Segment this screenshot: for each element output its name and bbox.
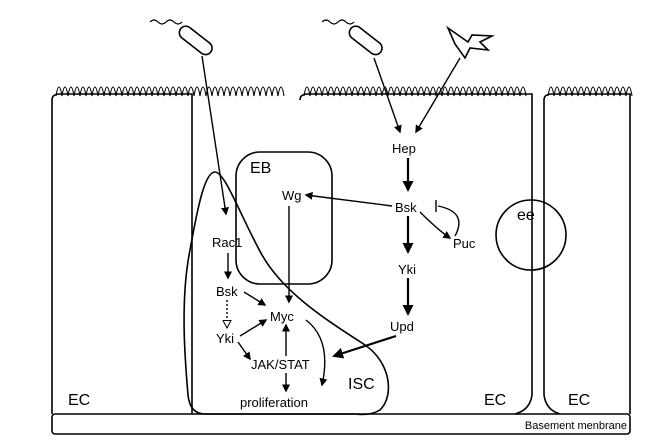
isc-cell: ISC xyxy=(183,171,390,416)
microvilli-middle xyxy=(303,86,527,97)
basement-membrane-label: Basement menbrane xyxy=(525,420,627,432)
node-rac1: Rac1 xyxy=(212,235,242,250)
isc-pathway-arrows xyxy=(227,253,328,393)
basement-membrane: Basement menbrane xyxy=(51,413,631,435)
node-puc: Puc xyxy=(453,236,476,251)
node-upd: Upd xyxy=(390,319,414,334)
node-jakstat: JAK/STAT xyxy=(251,357,310,372)
ec-cell-middle xyxy=(299,93,533,415)
microvilli-right xyxy=(547,86,633,97)
ec-label-left: EC xyxy=(68,392,90,409)
ec-label-middle: EC xyxy=(484,392,506,409)
ec-pathway-arrows xyxy=(304,158,460,359)
isc-label: ISC xyxy=(348,376,375,393)
ec-cell-left xyxy=(51,93,193,414)
node-proliferation: proliferation xyxy=(240,395,308,410)
ee-label: ee xyxy=(517,207,535,224)
node-myc: Myc xyxy=(270,309,294,324)
enterocyte-cells: EC EC EC xyxy=(51,86,633,415)
ec-label-right: EC xyxy=(568,392,590,409)
eb-label: EB xyxy=(250,160,271,177)
node-bsk-ec: Bsk xyxy=(395,200,417,215)
node-yki-ec: Yki xyxy=(398,262,416,277)
bacteria-icon xyxy=(321,19,383,56)
node-yki-isc: Yki xyxy=(216,331,234,346)
bacteria-icon xyxy=(149,19,213,56)
stimulus-arrows xyxy=(201,55,461,216)
node-hep: Hep xyxy=(392,141,416,156)
ee-cell: ee xyxy=(495,199,567,271)
ec-cell-right xyxy=(543,93,631,415)
eb-cell: EB xyxy=(235,151,333,285)
lightning-icon xyxy=(446,25,496,60)
node-bsk-isc: Bsk xyxy=(216,284,238,299)
microvilli-left xyxy=(55,86,285,97)
node-wg: Wg xyxy=(282,188,302,203)
